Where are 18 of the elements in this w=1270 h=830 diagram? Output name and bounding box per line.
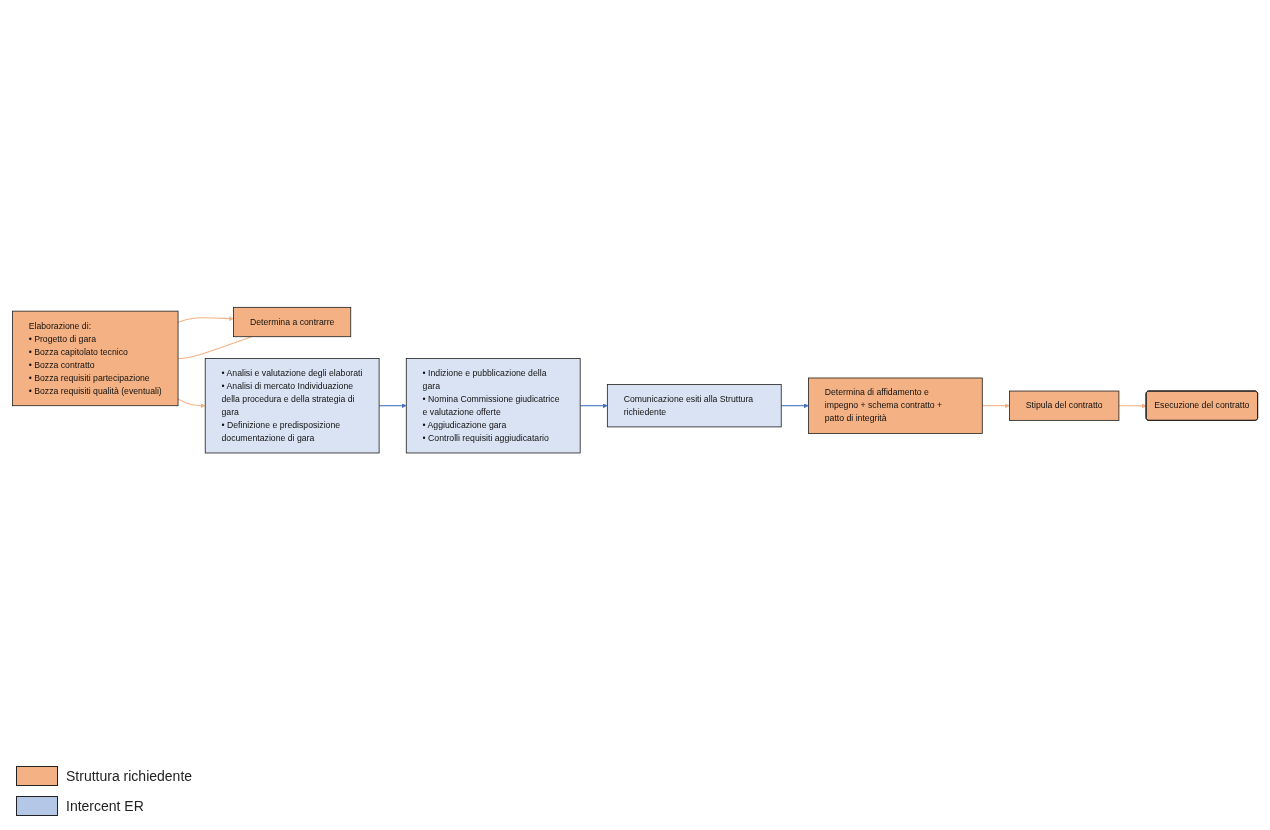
node-box <box>204 357 380 454</box>
arrow <box>981 403 1010 408</box>
legend-label: Intercent ER <box>66 798 144 814</box>
node-box <box>233 306 352 337</box>
arrow <box>177 398 206 408</box>
node-box <box>1009 390 1120 421</box>
node-box <box>405 357 581 454</box>
node-box <box>12 310 179 406</box>
arrow <box>1118 403 1147 409</box>
flowchart: Elaborazione di: • Progetto di gara • Bozza capitolato tecnico • Bozza contratto • Bozza requisiti partecipazione • Bozza requisiti qualità (eventuali) Determina a contrarre • Analisi e valutazione degli elaborati • Analisi di mercato Individuazione della procedura e della strategia di gara • Definizione e predisposizione documentazione di gara • Indizione e pubblicazione della gara • Nomina Commissione giudicatrice e valutazione offerte • Aggiudicazione gara • Controlli requisiti aggiudicatario Comunicazione esiti alla Struttura richiedente Determina di affidamento e impegno + schema contratto + patto di integrità Stipula del contratto Esecuzione del contratto <box>8 302 1262 458</box>
arrow <box>177 316 234 323</box>
legend-label: Struttura richiedente <box>66 768 193 784</box>
connector <box>177 335 253 359</box>
node-box <box>808 377 983 434</box>
arrow <box>378 403 407 408</box>
arrow <box>579 403 608 408</box>
node-box <box>606 383 782 428</box>
arrow <box>780 403 809 408</box>
